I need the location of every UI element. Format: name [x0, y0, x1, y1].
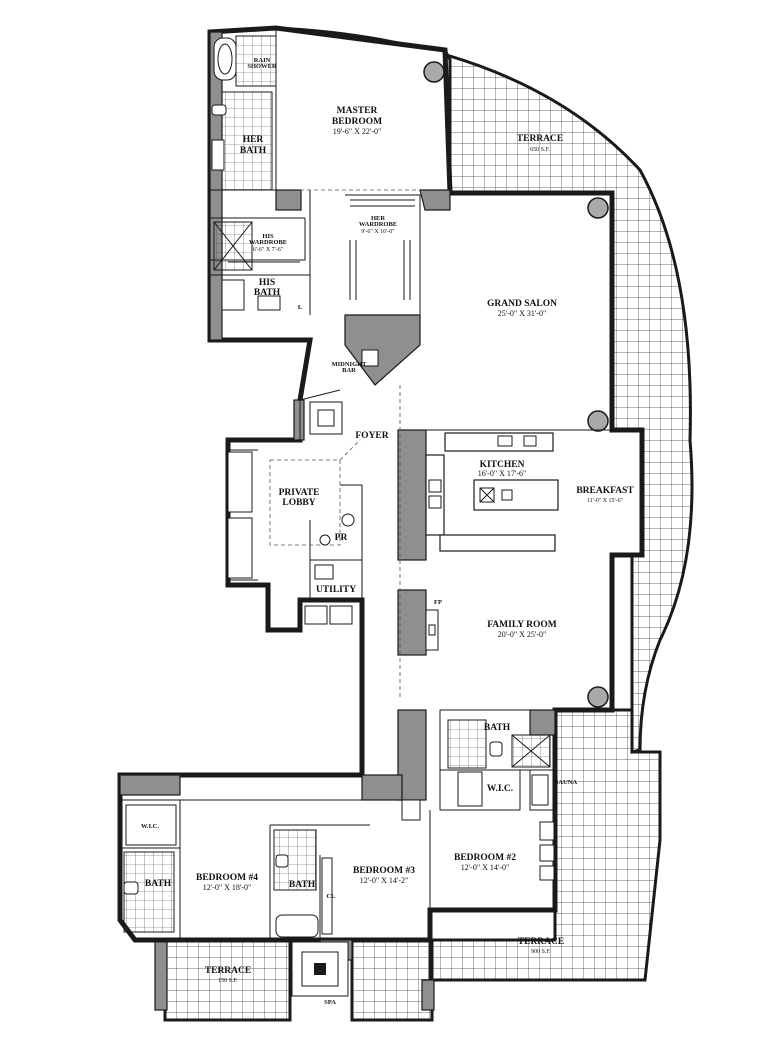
her-bath-name-2: BATH: [240, 146, 267, 156]
wic4-name: W.I.C.: [141, 823, 159, 830]
midnight-bar-name-2: BAR: [342, 367, 356, 374]
breakfast-name: BREAKFAST: [576, 486, 634, 496]
bedroom2-name: BEDROOM #2: [454, 853, 516, 863]
her-wardrobe-dims: 9'-6" X 16'-0": [361, 229, 395, 235]
midnight-bar-fixtures: [309, 349, 379, 435]
bath3-name: BATH: [289, 880, 316, 890]
bedroom3-dims: 12'-0" X 14'-2": [360, 876, 409, 885]
powder-room-name: PR: [335, 533, 348, 543]
lobby-elevators: [227, 449, 258, 581]
bedroom4-dims: 12'-0" X 18'-0": [203, 883, 252, 892]
utility-name: UTILITY: [316, 585, 356, 595]
labels: MASTER BEDROOM 19'-6" X 22'-0" TERRACE 6…: [141, 57, 634, 1006]
his-wardrobe-name-1: HIS: [262, 233, 274, 240]
private-lobby-name-2: LOBBY: [282, 498, 315, 508]
bedroom3-name: BEDROOM #3: [353, 866, 415, 876]
grand-salon-dims: 25'-0" X 31'-0": [498, 309, 547, 318]
her-wardrobe-name-1: HER: [371, 215, 385, 222]
his-bath-name-1: HIS: [259, 278, 275, 288]
kitchen-name: KITCHEN: [480, 460, 525, 470]
foyer-name: FOYER: [355, 431, 388, 441]
kitchen-counters: [425, 432, 559, 552]
wic2-name: W.I.C.: [487, 784, 513, 794]
bath4-name: BATH: [145, 879, 172, 889]
fireplace-fixture: [425, 609, 439, 651]
his-bath-name-2: BATH: [254, 288, 281, 298]
kitchen-dims: 16'-0" X 17'-6": [478, 469, 527, 478]
master-bedroom-name-2: BEDROOM: [332, 117, 382, 127]
rain-shower-name-2: SHOWER: [247, 63, 277, 70]
her-bath-fixtures: [211, 35, 277, 191]
bath2-name: BATH: [484, 723, 511, 733]
private-lobby-name-1: PRIVATE: [279, 488, 320, 498]
rain-shower-name-1: RAIN: [254, 57, 271, 64]
bedroom3-fixtures: [273, 829, 333, 938]
closet3-name: CL: [326, 893, 336, 900]
bedroom4-fixtures: [123, 804, 177, 933]
midnight-bar-name-1: MIDNIGHT: [331, 361, 367, 368]
grand-salon-name: GRAND SALON: [487, 299, 557, 309]
terrace-main-name: TERRACE: [517, 134, 563, 144]
her-wardrobe-name-2: WARDROBE: [359, 221, 397, 228]
his-wardrobe-name-2: WARDROBE: [249, 239, 287, 246]
his-wardrobe-dims: 6'-6" X 7'-6": [253, 247, 284, 253]
bedroom4-name: BEDROOM #4: [196, 873, 258, 883]
family-room-name: FAMILY ROOM: [487, 620, 557, 630]
columns: [423, 61, 609, 708]
utility-fixtures: [304, 513, 355, 625]
master-bedroom-dims: 19'-6" X 22'-0": [333, 127, 382, 136]
terrace-main-area-text: 650 S.F.: [530, 147, 550, 153]
terrace-west-area-text: 150 S.F.: [218, 978, 238, 984]
linen-name: L: [298, 304, 303, 311]
breakfast-dims: 11'-0" X 15'-6": [587, 498, 624, 504]
spa-name: SPA: [324, 999, 336, 1006]
terrace-east-area-text: 900 S.F.: [531, 949, 551, 955]
wardrobe-shelving: [228, 199, 415, 300]
terrace-east-name: TERRACE: [518, 937, 564, 947]
ceiling-lines: [269, 189, 420, 700]
master-bedroom-name-1: MASTER: [337, 106, 378, 116]
sauna-name: SAUNA: [555, 779, 578, 786]
spa-fixture: [291, 941, 349, 997]
bath2-fixtures: [401, 719, 555, 881]
fireplace-name: FP: [434, 599, 442, 606]
terrace-main-area: [275, 26, 694, 754]
her-bath-name-1: HER: [243, 135, 264, 145]
terrace-west-name: TERRACE: [205, 966, 251, 976]
family-room-dims: 20'-0" X 25'-0": [498, 630, 547, 639]
bedroom2-dims: 12'-0" X 14'-0": [461, 863, 510, 872]
